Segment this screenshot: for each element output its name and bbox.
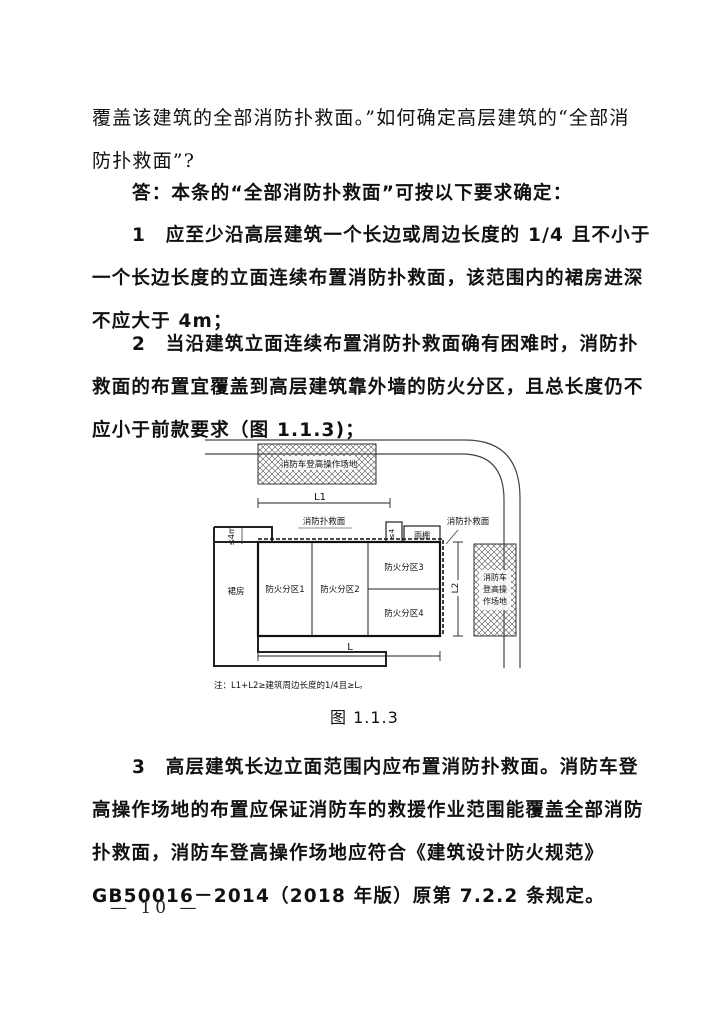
text-line: 2 当沿建筑立面连续布置消防扑救面确有困难时，消防扑 xyxy=(132,334,639,355)
text-line: 救面的布置宜覆盖到高层建筑靠外墙的防火分区，且总长度仍不 xyxy=(92,377,644,398)
text-line: 1 应至少沿高层建筑一个长边或周边长度的 1/4 且不小于 xyxy=(132,225,651,246)
answer-heading: 答：本条的“全部消防扑救面”可按以下要求确定： xyxy=(92,172,637,215)
zone-2-label: 防火分区2 xyxy=(320,584,359,595)
text-line: 高操作场地的布置应保证消防车的救援作业范围能覆盖全部消防 xyxy=(92,800,644,821)
requirement-1: 1 应至少沿高层建筑一个长边或周边长度的 1/4 且不小于 一个长边长度的立面连… xyxy=(92,214,651,343)
rescue-face-right-label: 消防扑救面 xyxy=(447,516,490,527)
l2-label: L2 xyxy=(451,583,461,594)
l1-label: L1 xyxy=(314,492,326,503)
text-line: 防扑救面”? xyxy=(92,150,196,172)
figure-caption: 图 1.1.3 xyxy=(330,708,399,727)
depth-left-label: ≤4m xyxy=(227,526,236,546)
text-line: 一个长边长度的立面连续布置消防扑救面，该范围内的裙房进深 xyxy=(92,268,644,289)
site-plan-figure: 消防车登高操作场地 消防车 登高操 作场地 L1 消防扑救面 ≤4m 裙房 雨棚… xyxy=(205,439,521,691)
requirement-3: 3 高层建筑长边立面范围内应布置消防扑救面。消防车登 高操作场地的布置应保证消防… xyxy=(92,746,644,918)
requirement-2: 2 当沿建筑立面连续布置消防扑救面确有困难时，消防扑 救面的布置宜覆盖到高层建筑… xyxy=(92,323,644,452)
right-area-label-3: 作场地 xyxy=(483,596,507,606)
zone-4-label: 防火分区4 xyxy=(384,608,423,619)
text-line: 3 高层建筑长边立面范围内应布置消防扑救面。消防车登 xyxy=(132,757,639,778)
l-label: L xyxy=(347,642,353,653)
rescue-face-top-label: 消防扑救面 xyxy=(303,516,346,527)
text-line: 扑救面，消防车登高操作场地应符合《建筑设计防火规范》 xyxy=(92,843,605,864)
text-line: 答：本条的“全部消防扑救面”可按以下要求确定： xyxy=(132,183,573,204)
top-area-label: 消防车登高操作场地 xyxy=(281,459,358,470)
canopy-label: 雨棚 xyxy=(414,530,430,540)
zone-1-label: 防火分区1 xyxy=(265,584,304,595)
right-area-label-1: 消防车 xyxy=(483,572,507,582)
right-area-label-2: 登高操 xyxy=(483,584,507,594)
text-line: 不应大于 4m； xyxy=(92,311,233,332)
page-number: — 10 — xyxy=(110,898,201,918)
zone-3-label: 防火分区3 xyxy=(384,562,423,573)
paragraph-1: 覆盖该建筑的全部消防扑救面。”如何确定高层建筑的“全部消 防扑救面”? xyxy=(92,97,637,183)
road-edge-inner xyxy=(205,453,505,668)
road-edge-outer xyxy=(205,439,521,668)
text-line: GB50016－2014（2018 年版）原第 7.2.2 条规定。 xyxy=(92,886,605,907)
text-line: 覆盖该建筑的全部消防扑救面。”如何确定高层建筑的“全部消 xyxy=(92,107,630,129)
figure-note: 注：L1+L2≥建筑周边长度的1/4且≥L。 xyxy=(214,680,368,691)
text-line: 应小于前款要求（图 1.1.3)； xyxy=(92,420,365,441)
rescue-face-dashed xyxy=(258,538,444,636)
podium-label: 裙房 xyxy=(227,586,244,597)
depth-small-label: ≤4 xyxy=(388,528,396,539)
